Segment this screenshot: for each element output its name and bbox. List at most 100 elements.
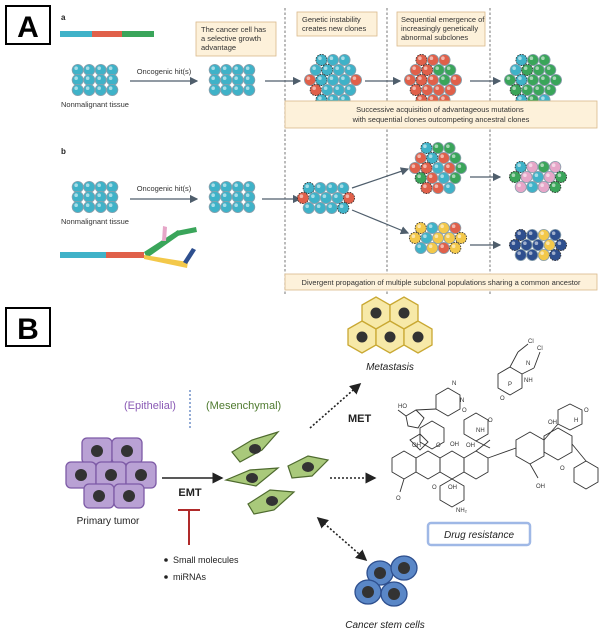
panel-a-label: A <box>17 11 39 44</box>
cell-highlight <box>412 86 416 90</box>
cell-highlight <box>352 76 357 80</box>
summary-box-a <box>284 100 598 129</box>
cell-highlight <box>318 96 322 100</box>
cell-highlight <box>541 96 545 100</box>
cell <box>408 161 421 174</box>
cell <box>550 74 563 87</box>
cell-highlight <box>341 56 345 60</box>
cell-highlight <box>440 174 444 178</box>
cell <box>106 84 119 97</box>
nonmalignant-label-b: Nonmalignant tissue <box>61 217 129 226</box>
cell-highlight <box>245 66 250 70</box>
cell-highlight <box>305 184 309 188</box>
cell-highlight <box>529 56 534 60</box>
cell-highlight <box>506 76 511 80</box>
cell <box>337 181 350 194</box>
box-selective-growth-text: The cancer cell has a selective growth a… <box>201 25 268 52</box>
cell <box>83 74 96 87</box>
cell <box>231 200 244 213</box>
metastasis-label: Metastasis <box>366 362 414 373</box>
cell-highlight <box>97 86 101 90</box>
cell-highlight <box>328 184 332 188</box>
cell <box>538 54 551 67</box>
cell-highlight <box>534 241 539 245</box>
cell-highlight <box>429 56 434 60</box>
cell-highlight <box>318 56 322 60</box>
cell-highlight <box>222 203 227 207</box>
cell <box>94 180 107 193</box>
svg-text:OH: OH <box>450 442 459 448</box>
cell-highlight <box>451 244 456 248</box>
cell-highlight <box>529 96 534 100</box>
cell <box>231 180 244 193</box>
cell-highlight <box>234 76 238 80</box>
cell <box>420 141 433 155</box>
cell-highlight <box>97 193 101 197</box>
svg-text:OH: OH <box>548 420 557 426</box>
cell-highlight <box>417 224 421 228</box>
cell-highlight <box>299 194 304 198</box>
cell-highlight <box>457 234 462 238</box>
svg-text:O: O <box>584 408 589 414</box>
cell <box>537 180 550 193</box>
cell-highlight <box>423 144 427 148</box>
cell-highlight <box>222 183 227 187</box>
summary-text-a: Successive acquisition of advantageous m… <box>352 105 530 124</box>
cell <box>83 84 96 97</box>
subpanel-b-label: b <box>61 147 66 156</box>
cell <box>521 63 534 77</box>
cell-highlight <box>423 184 427 188</box>
svg-text:O: O <box>560 466 565 472</box>
cell-highlight <box>346 66 351 70</box>
cell-highlight <box>339 204 344 208</box>
cell-highlight <box>323 66 328 70</box>
primary-tumor-cells <box>65 437 157 509</box>
cell-highlight <box>234 183 238 187</box>
box-sequential-emergence <box>396 11 486 47</box>
cell-highlight <box>97 183 101 187</box>
cell <box>315 53 328 67</box>
cell <box>420 161 433 175</box>
cell-highlight <box>535 66 539 70</box>
subclone-upper-final-cells <box>508 160 568 194</box>
cell-highlight <box>429 76 434 80</box>
oncogenic-label-a: Oncogenic hit(s) <box>137 67 192 76</box>
cell <box>231 64 244 77</box>
cell <box>71 200 84 213</box>
cell-highlight <box>540 163 544 167</box>
cell-highlight <box>435 86 439 90</box>
cell <box>71 84 84 97</box>
cell-highlight <box>85 203 90 207</box>
cell <box>314 181 327 194</box>
cell <box>94 64 107 77</box>
cell-highlight <box>423 234 427 238</box>
cell-highlight <box>540 183 544 187</box>
cell-highlight <box>440 244 444 248</box>
panel-b: B (Epithelial) (Mesenchymal) Primary tum… <box>5 296 599 631</box>
cell-highlight <box>523 86 528 90</box>
cell-highlight <box>108 183 113 187</box>
cell-highlight <box>418 76 422 80</box>
cell <box>231 190 244 203</box>
cell-highlight <box>551 163 556 167</box>
cell <box>527 74 540 87</box>
cell <box>508 170 522 184</box>
cell-highlight <box>74 203 78 207</box>
cell <box>544 84 557 97</box>
mesenchymal-label: (Mesenchymal) <box>206 400 281 412</box>
cell-highlight <box>85 193 90 197</box>
cell-highlight <box>312 66 316 70</box>
panel-a-label-box <box>5 5 51 45</box>
panel-b-label-box <box>5 307 51 347</box>
cell <box>549 180 562 194</box>
cell <box>342 191 356 205</box>
cell-highlight <box>85 66 90 70</box>
cell <box>220 200 233 213</box>
cell-highlight <box>316 184 321 188</box>
cell-highlight <box>434 184 439 188</box>
cell-highlight <box>546 86 551 90</box>
cell-highlight <box>528 251 533 255</box>
subpanel-a-label: a <box>61 13 66 22</box>
cell <box>71 190 84 203</box>
